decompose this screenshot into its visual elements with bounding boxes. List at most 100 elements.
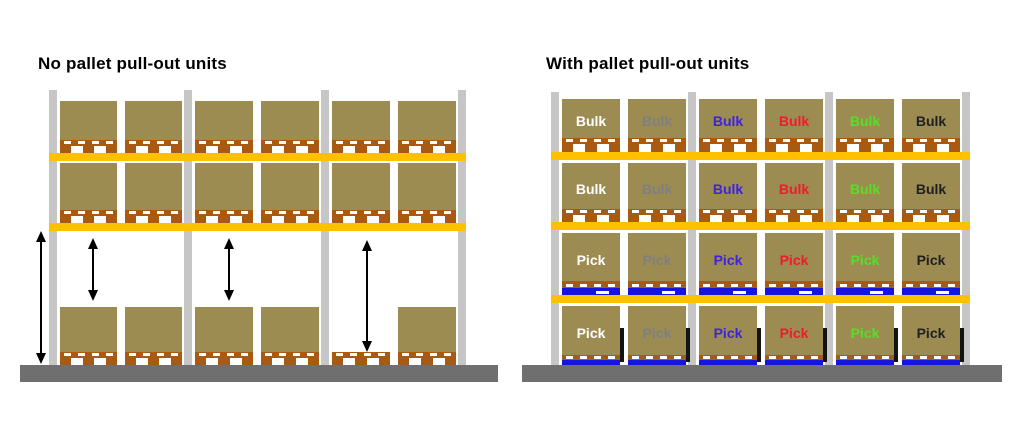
pallet-feet (125, 146, 182, 153)
pallet-deck-boards (195, 352, 253, 358)
pallet-feet (398, 358, 456, 365)
pallet-deck-boards (261, 352, 319, 358)
pallet (562, 138, 620, 152)
pallet-pullout-unit (699, 288, 757, 295)
box-label: Bulk (849, 113, 881, 129)
cargo-box: Bulk (836, 163, 894, 209)
pallet (261, 210, 319, 223)
cargo-box: Pick (765, 233, 823, 281)
pallet-feet (60, 358, 117, 365)
box-label: Bulk (641, 180, 673, 197)
arrow-head-down (224, 290, 234, 301)
box-label: Pick (576, 251, 606, 268)
cargo-box: Pick (836, 233, 894, 281)
right-floor (522, 365, 1002, 382)
box-label: Bulk (712, 180, 744, 197)
pallet-feet (699, 215, 757, 222)
pallet-deck-boards (261, 140, 319, 146)
pallet-deck-boards (765, 209, 823, 215)
box-label: Bulk (915, 113, 947, 129)
pallet-deck-boards (60, 352, 117, 358)
pallet-pullout-unit (628, 360, 686, 365)
cargo-box: Pick (699, 306, 757, 355)
cargo-box: Pick (562, 233, 620, 281)
pullout-guide-bar (620, 328, 624, 362)
cargo-box (261, 163, 319, 210)
pallet (398, 352, 456, 365)
left-floor (20, 365, 498, 382)
pallet-feet (836, 144, 894, 152)
left-rack-beam-level-1 (49, 153, 466, 161)
pallet (261, 352, 319, 365)
pallet-feet (332, 146, 390, 153)
pallet-pullout-unit (699, 360, 757, 365)
pallet (332, 352, 390, 365)
pallet-deck-boards (902, 281, 960, 288)
pallet (398, 140, 456, 153)
cargo-box (398, 163, 456, 210)
pallet-deck-boards (562, 281, 620, 288)
pallet-deck-boards (836, 281, 894, 288)
pallet-feet (902, 215, 960, 222)
pallet-deck-boards (902, 209, 960, 215)
pallet (765, 138, 823, 152)
pallet-feet (765, 215, 823, 222)
box-label: Pick (713, 325, 743, 341)
pallet-feet (332, 216, 390, 223)
pallet-deck-boards (765, 138, 823, 144)
pallet-deck-boards (332, 140, 390, 146)
pallet (836, 209, 894, 222)
box-label: Pick (576, 325, 606, 341)
pallet (628, 138, 686, 152)
clearance-arrow-bay-3-clearance (361, 240, 373, 352)
pallet-deck-boards (836, 138, 894, 144)
box-label: Pick (779, 251, 809, 268)
pallet-pullout-unit (836, 288, 894, 295)
left-diagram-title: No pallet pull-out units (38, 54, 227, 73)
cargo-box: Bulk (628, 99, 686, 138)
cargo-box (261, 307, 319, 352)
box-label: Bulk (575, 180, 607, 197)
pallet-deck-boards (699, 209, 757, 215)
pallet-deck-boards (699, 281, 757, 288)
pallet-deck-boards (261, 210, 319, 216)
pallet-feet (261, 216, 319, 223)
box-label: Bulk (915, 180, 947, 197)
pallet-deck-boards (628, 281, 686, 288)
arrow-head-down (88, 290, 98, 301)
pallet-pullout-unit (628, 288, 686, 295)
pallet-deck-boards (125, 352, 182, 358)
pallet-deck-boards (332, 352, 390, 358)
pallet-feet (902, 144, 960, 152)
pallet-deck-boards (765, 355, 823, 360)
box-label: Bulk (712, 113, 744, 129)
pallet-feet (195, 358, 253, 365)
pallet-deck-boards (398, 210, 456, 216)
pallet-deck-boards (125, 140, 182, 146)
left-rack-beam-level-2 (49, 223, 466, 231)
cargo-box: Bulk (562, 163, 620, 209)
pallet-deck-boards (562, 209, 620, 215)
pallet-feet (195, 216, 253, 223)
pallet (699, 138, 757, 152)
pallet-pullout-unit (562, 360, 620, 365)
cargo-box (332, 163, 390, 210)
arrow-line (40, 238, 42, 357)
cargo-box: Pick (836, 306, 894, 355)
box-label: Pick (779, 325, 809, 341)
arrow-head-down (36, 353, 46, 364)
box-label: Bulk (778, 113, 810, 129)
arrow-line (228, 245, 230, 294)
pallet-deck-boards (398, 140, 456, 146)
pallet-feet (628, 144, 686, 152)
box-label: Bulk (849, 180, 881, 197)
pallet (902, 209, 960, 222)
pallet-deck-boards (765, 281, 823, 288)
pullout-guide-bar (823, 328, 827, 362)
pallet-feet (261, 358, 319, 365)
clearance-arrow-bay-2-clearance (223, 238, 235, 301)
pallet-deck-boards (902, 138, 960, 144)
pallet-deck-boards (628, 138, 686, 144)
right-rack-beam-level-2 (551, 222, 970, 230)
pallet-feet (562, 215, 620, 222)
